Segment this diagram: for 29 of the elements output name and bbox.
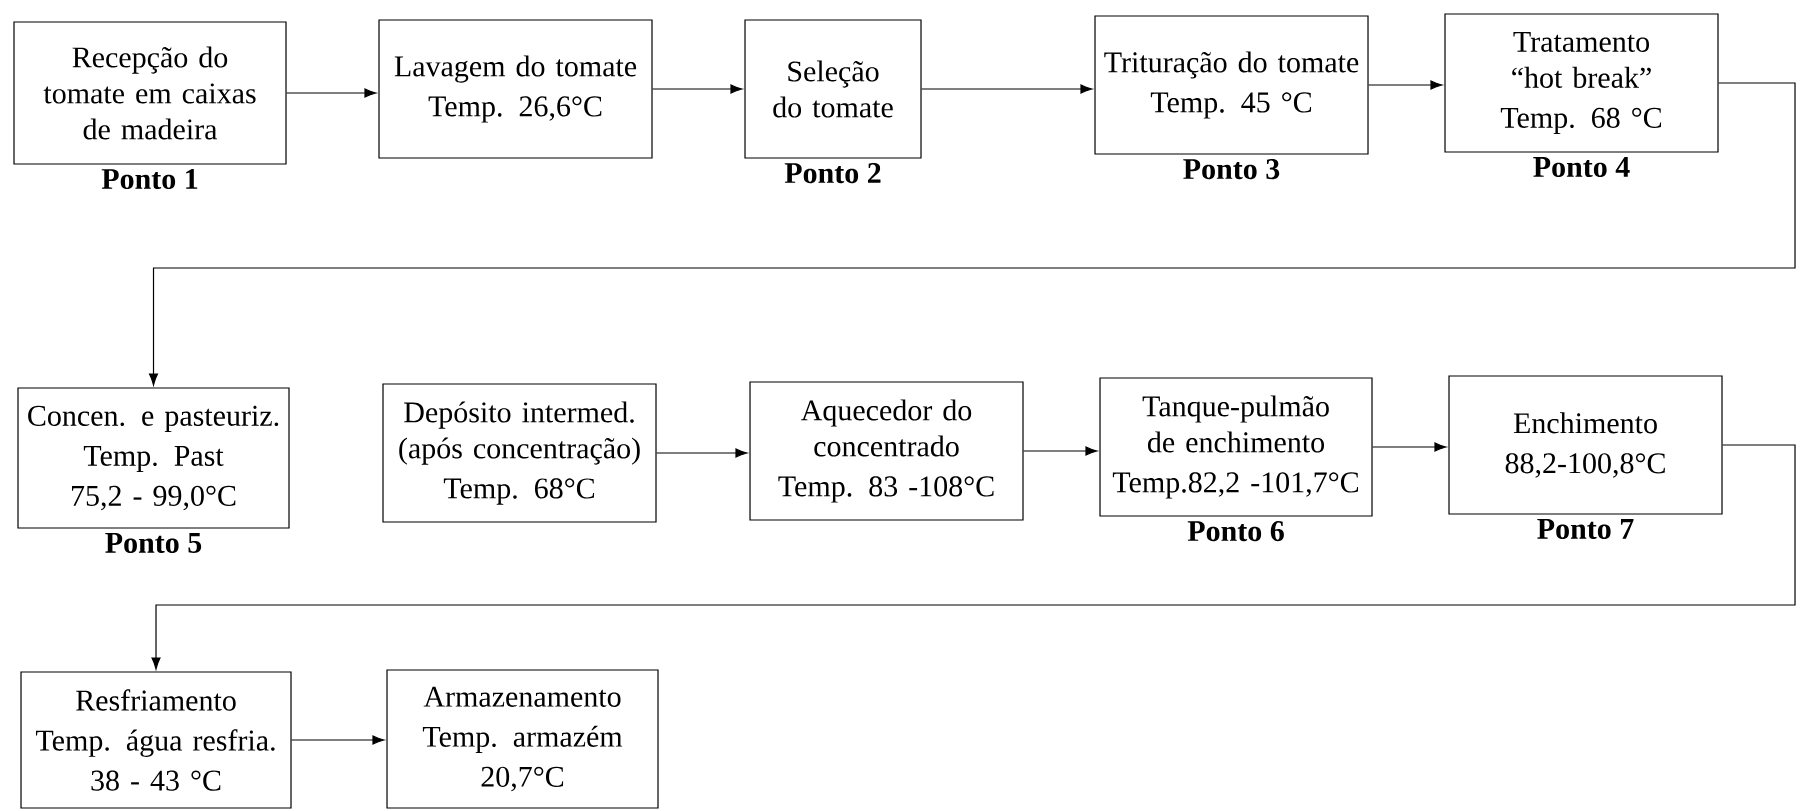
process-box: Trituração do tomate Temp. 45 °C xyxy=(1094,15,1369,155)
arrow xyxy=(291,735,385,745)
process-box: Recepção do tomate em caixas de madeira xyxy=(13,21,287,165)
process-box: Seleção do tomate xyxy=(744,19,922,159)
process-box: Concen. e pasteuriz. Temp. Past 75,2 - 99,0°C xyxy=(17,387,290,529)
process-box: Aquecedor do concentrado Temp. 83 -108°C xyxy=(749,381,1024,521)
point-label: Ponto 2 xyxy=(784,163,881,184)
process-box: Lavagem do tomate Temp. 26,6°C xyxy=(378,19,653,159)
arrow xyxy=(1023,446,1098,456)
process-box: Tratamento “hot break” Temp. 68 °C xyxy=(1444,13,1719,153)
arrow xyxy=(921,84,1093,94)
arrow xyxy=(1368,80,1443,90)
process-box: Enchimento 88,2-100,8°C xyxy=(1448,375,1723,515)
arrow xyxy=(652,84,743,94)
point-label: Ponto 4 xyxy=(1533,157,1630,178)
arrow xyxy=(656,448,748,458)
point-label: Ponto 1 xyxy=(101,169,198,190)
process-box: Resfriamento Temp. água resfria. 38 - 43 °C xyxy=(20,671,292,809)
process-box: Armazenamento Temp. armazém 20,7°C xyxy=(386,669,659,809)
point-label: Ponto 7 xyxy=(1537,519,1634,539)
process-box: Depósito intermed. (após concentração) Temp. 68°C xyxy=(382,383,657,523)
point-label: Ponto 5 xyxy=(105,533,202,553)
arrow xyxy=(286,88,377,98)
point-label: Ponto 6 xyxy=(1187,521,1284,542)
process-box: Tanque-pulmão de enchimento Temp.82,2 -101,7°C xyxy=(1099,377,1373,517)
arrow xyxy=(148,82,1796,386)
arrow xyxy=(1372,442,1447,452)
arrow xyxy=(151,444,1796,670)
point-label: Ponto 3 xyxy=(1183,159,1280,180)
